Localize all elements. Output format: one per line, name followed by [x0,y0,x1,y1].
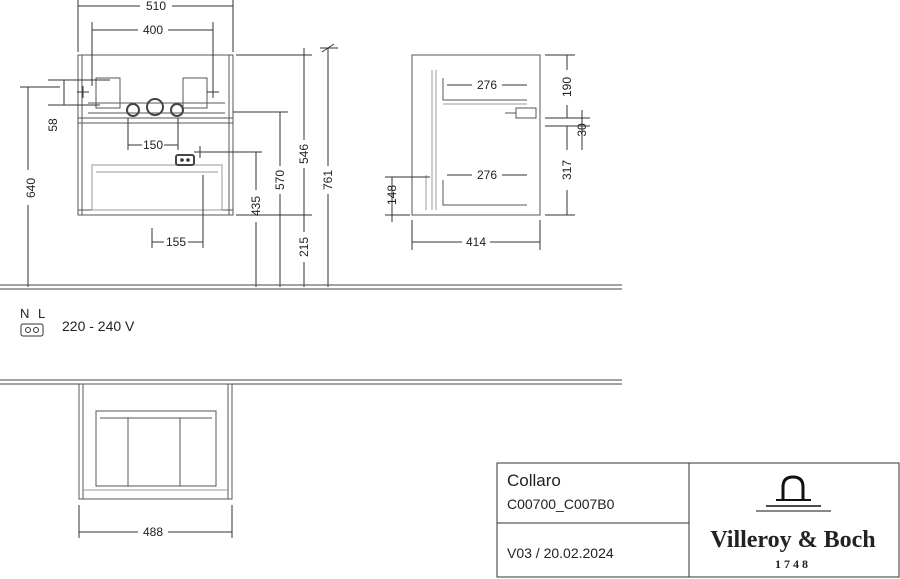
top-drawer [95,410,217,487]
version-date: V03 / 20.02.2024 [507,545,614,561]
right-siphon-cutout [182,77,208,109]
article-codes: C00700_C007B0 [507,496,615,512]
live-label: L [38,306,45,321]
top-cabinet-outline [78,383,233,500]
brand-year: 1748 [775,557,811,571]
power-socket-icon [20,323,44,337]
electrical-symbol [20,323,44,337]
dim-488: 488 [143,525,163,539]
dim-546: 546 [297,144,311,164]
dim-510: 510 [146,0,166,13]
dim-148: 148 [385,185,399,205]
dim-761: 761 [321,170,335,190]
dimension-labels: 510 400 58 640 150 155 435 570 546 215 7… [24,0,589,539]
top-view [78,383,233,538]
dim-215: 215 [297,237,311,257]
dim-640: 640 [24,178,38,198]
dim-30: 30 [575,123,589,137]
dim-414: 414 [466,235,486,249]
title-block-frame [496,462,900,578]
siphon-side-icon [515,107,537,119]
brand-name: Villeroy & Boch [710,527,875,553]
side-cabinet-outline [411,54,541,216]
voltage-label: 220 - 240 V [62,318,135,334]
dim-58: 58 [46,118,60,132]
dim-155: 155 [166,235,186,249]
front-cabinet-outline [77,54,234,216]
brand-logo [756,475,831,512]
wall-line-bottom [0,379,622,385]
dim-435: 435 [249,196,263,216]
neutral-label: N [20,306,29,321]
dim-276-top: 276 [477,78,497,92]
drain-left-icon [126,103,140,117]
crosshair-marks [77,86,219,158]
floor-line-top [0,284,622,290]
product-name: Collaro [507,471,561,490]
drain-right-icon [170,103,184,117]
dim-276-bottom: 276 [477,168,497,182]
title-block [496,462,900,578]
left-siphon-cutout [95,77,121,109]
socket-icon [175,154,195,166]
side-view [385,54,590,250]
front-view [20,0,338,287]
dim-150: 150 [143,138,163,152]
dim-570: 570 [273,170,287,190]
inner-drawer [91,164,223,211]
dim-190: 190 [560,77,574,97]
dim-317: 317 [560,160,574,180]
drain-center-icon [146,98,164,116]
dim-400: 400 [143,23,163,37]
siphon-cutout-top [127,417,181,487]
